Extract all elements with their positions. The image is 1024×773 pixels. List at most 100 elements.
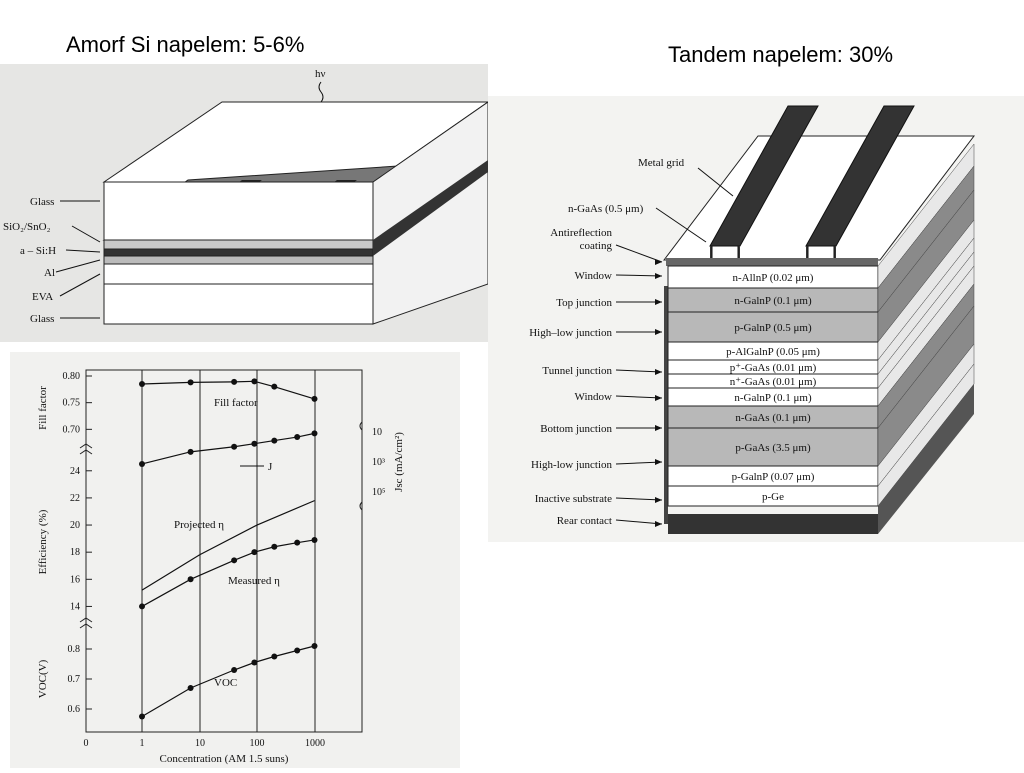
layer-label-7: n-GaAs (0.1 μm) xyxy=(735,412,811,424)
tandem-label-9: Rear contact xyxy=(557,515,612,527)
point-3-0-1 xyxy=(187,685,194,691)
tandem-arrow-icon-3 xyxy=(655,329,662,335)
point-3-0-5 xyxy=(294,647,301,654)
point-1-1-3 xyxy=(251,549,258,556)
hv-label: hν xyxy=(315,68,326,80)
point-3-0-0 xyxy=(139,713,145,720)
point-2-0-6 xyxy=(311,430,318,437)
y-tick-1-2: 18 xyxy=(70,547,80,558)
tandem-label-0: Antireflection xyxy=(550,227,612,239)
eva-front-layer xyxy=(103,263,374,285)
cap-leader xyxy=(655,207,707,243)
y-tick-3-2: 0.8 xyxy=(68,644,81,655)
point-2-0-2 xyxy=(231,443,238,450)
tandem-label-0-b: coating xyxy=(580,240,613,252)
point-1-1-4 xyxy=(271,543,278,550)
point-3-0-4 xyxy=(271,653,278,660)
ar-coating-layer xyxy=(666,258,878,266)
series-line-0-0 xyxy=(141,380,315,400)
tandem-layer-stack: n-AllnP (0.02 μm)n-GalnP (0.1 μm)p-GalnP… xyxy=(667,143,975,507)
point-1-1-0 xyxy=(139,603,145,610)
tandem-arrow-icon-9 xyxy=(655,521,662,527)
y-axis-label-3: VOC(V) xyxy=(37,659,49,698)
label-sio2: SiO₂/SnO₂ xyxy=(3,221,51,233)
tandem-arrow-icon-1 xyxy=(655,273,662,279)
layer-band-8 xyxy=(667,427,879,467)
tandem-label-2: Top junction xyxy=(556,297,612,309)
layer-label-6: n-GalnP (0.1 μm) xyxy=(734,392,812,404)
jsc-tick-0: 10 xyxy=(372,427,382,438)
jsc-tick-2: 10⁵ xyxy=(372,487,386,498)
layer-label-4: p⁺-GaAs (0.01 μm) xyxy=(730,362,817,374)
point-0-0-1 xyxy=(187,379,194,386)
jsc-break-icon xyxy=(359,421,363,511)
cap-gaas-2 xyxy=(807,245,835,261)
series-label-3: J xyxy=(268,461,273,473)
point-2-0-5 xyxy=(294,434,301,441)
layer-label-3: p-AlGalnP (0.05 μm) xyxy=(726,346,820,358)
tandem-leader-9 xyxy=(615,519,663,525)
tandem-arrow-icon-5 xyxy=(655,395,662,401)
x-axis-label: Concentration (AM 1.5 suns) xyxy=(160,753,289,765)
label-glass-bottom: Glass xyxy=(30,313,54,325)
layer-side-10 xyxy=(877,363,975,507)
y-tick-0-1: 0.75 xyxy=(63,398,81,409)
series-label-1: Projected η xyxy=(174,519,224,531)
point-3-0-6 xyxy=(311,643,318,649)
tandem-leader-8 xyxy=(615,497,663,501)
layer-label-8: p-GaAs (3.5 μm) xyxy=(735,442,811,454)
tandem-arrow-icon-0 xyxy=(655,259,662,265)
x-tick-2: 10 xyxy=(195,738,205,749)
point-0-0-4 xyxy=(271,383,278,390)
tandem-label-6: Bottom junction xyxy=(540,423,612,435)
layer-label-1: n-GalnP (0.1 μm) xyxy=(734,295,812,307)
tandem-label-3: High–low junction xyxy=(529,327,612,339)
series-line-2-0 xyxy=(141,432,315,465)
y-tick-3-0: 0.6 xyxy=(68,704,81,715)
tandem-arrow-icon-6 xyxy=(655,425,662,431)
point-3-0-3 xyxy=(251,659,258,666)
series-label-0: Fill factor xyxy=(214,397,258,409)
y-axis-label-1: Efficiency (%) xyxy=(37,509,49,574)
label-eva: EVA xyxy=(32,291,53,303)
glass-bottom-layer xyxy=(103,283,374,325)
point-2-0-1 xyxy=(187,448,194,455)
axis-break-icon-1 xyxy=(79,617,93,629)
tandem-arrow-icon-7 xyxy=(655,459,662,465)
series-label-2: Measured η xyxy=(228,575,280,587)
x-tick-0: 0 xyxy=(84,738,89,749)
point-1-1-6 xyxy=(311,536,318,543)
point-0-0-0 xyxy=(139,381,145,387)
x-tick-4: 1000 xyxy=(305,738,325,749)
label-cap-gaas: n-GaAs (0.5 μm) xyxy=(568,203,644,215)
y-tick-0-2: 0.80 xyxy=(63,371,81,382)
point-1-1-5 xyxy=(294,539,301,546)
chart-frame xyxy=(85,369,363,733)
layer-label-5: n⁺-GaAs (0.01 μm) xyxy=(730,376,817,388)
x-tick-1: 1 xyxy=(140,738,145,749)
y-tick-3-1: 0.7 xyxy=(68,674,81,685)
stack-edge xyxy=(664,286,668,524)
label-glass-top: Glass xyxy=(30,196,54,208)
y-tick-1-3: 20 xyxy=(70,520,80,531)
series-label-4: VOC xyxy=(214,677,237,689)
label-al: Al xyxy=(44,267,55,279)
metal-grid-leader xyxy=(697,167,734,197)
point-0-0-5 xyxy=(311,395,318,402)
tandem-title: Tandem napelem: 30% xyxy=(668,42,894,67)
tandem-label-7: High-low junction xyxy=(531,459,612,471)
amorf-si-diagram: hν Glass SiO₂/SnO₂ a – Si:H Al EVA Glass xyxy=(0,64,490,342)
jsc-axis-label: Jsc (mA/cm²) xyxy=(393,432,405,492)
rear-contact-layer xyxy=(668,514,878,534)
y-tick-0-0: 0.70 xyxy=(63,424,81,435)
point-2-0-0 xyxy=(139,460,145,467)
y-axis-label-0: Fill factor xyxy=(37,386,49,430)
series-line-1-1 xyxy=(141,539,315,607)
label-asih: a – Si:H xyxy=(20,245,56,257)
point-3-0-2 xyxy=(231,667,238,673)
tandem-leader-5 xyxy=(615,395,663,399)
x-tick-3: 100 xyxy=(250,738,265,749)
